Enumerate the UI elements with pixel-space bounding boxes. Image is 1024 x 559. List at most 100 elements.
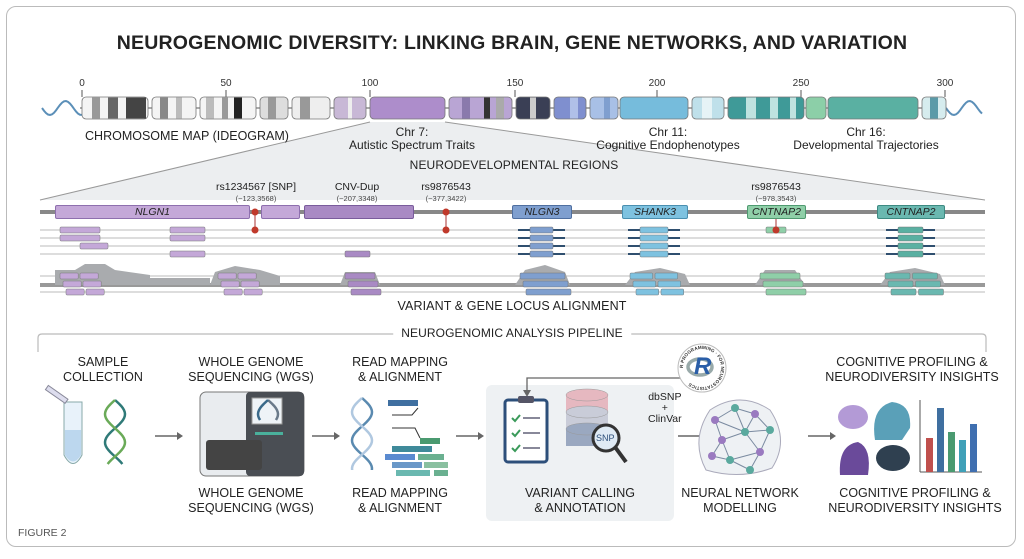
aligned-read (657, 280, 681, 288)
chromosome-band (770, 97, 778, 119)
aligned-read (632, 280, 656, 288)
gene-shank3: SHANK3 (622, 205, 688, 219)
sequence-read (59, 234, 101, 242)
chromosome-band (746, 97, 756, 119)
sequence-read (79, 242, 109, 250)
zoom-edge (39, 121, 371, 201)
chromosome-band (702, 97, 712, 119)
network-node (708, 452, 716, 460)
chromosome-band (484, 97, 490, 119)
aligned-read (918, 288, 944, 296)
tube-cap (44, 384, 69, 405)
aligned-read (522, 280, 569, 288)
flow-arrow (830, 432, 836, 440)
alignment-label: VARIANT & GENE LOCUS ALIGNMENT (397, 299, 627, 313)
sequencer-light (255, 432, 283, 435)
variant-label: rs1234567 [SNP](~123,3568) (216, 181, 296, 204)
aligned-read (223, 288, 243, 296)
database-layer (565, 388, 609, 402)
chromosome-band (570, 97, 578, 119)
aligned-read (762, 280, 804, 288)
flow-arrow (177, 432, 183, 440)
variant-marker (251, 208, 259, 216)
coverage-peak (150, 278, 210, 285)
chromosome-band (462, 97, 470, 119)
gene-nlgn3: NLGN3 (512, 205, 572, 219)
sample-liquid (65, 430, 81, 462)
aligned-read (82, 280, 102, 288)
network-node (751, 410, 759, 418)
mapped-read (392, 446, 432, 452)
screen-dna-icon (267, 399, 280, 421)
network-edge (744, 429, 771, 433)
chromosome-band (300, 97, 310, 119)
r-logo-badge (677, 343, 727, 393)
magnifier-handle (613, 445, 628, 464)
step-caption-cognitive-profiling: COGNITIVE PROFILING &NEURODIVERSITY INSI… (828, 486, 1002, 515)
mapping-arrow (392, 427, 421, 439)
dna-helix-icon (103, 399, 127, 465)
network-edge (744, 431, 761, 453)
network-edge (729, 451, 761, 461)
aligned-read (912, 272, 938, 280)
tick-label: 200 (648, 78, 666, 89)
aligned-read (344, 272, 376, 280)
tick-label: 0 (79, 78, 85, 89)
region-chr11: Chr 11:Cognitive Endophenotypes (596, 125, 740, 152)
aligned-read (62, 280, 82, 288)
variant-marker (442, 226, 450, 234)
sequence-read (529, 226, 554, 234)
sequencer-tray (206, 440, 262, 470)
chromosome-band (160, 97, 168, 119)
dna-helix-icon (103, 399, 127, 465)
network-node (718, 436, 726, 444)
check-icon (511, 444, 521, 453)
sequence-read (169, 250, 206, 258)
bar-chart-bar (926, 438, 933, 472)
aligned-read (887, 280, 914, 288)
tick-label: 100 (361, 78, 379, 89)
sequence-read (639, 250, 669, 258)
chromosome-segment (291, 96, 331, 120)
sequence-read (59, 226, 101, 234)
screen-dna-icon (256, 399, 269, 421)
chromosome-band (176, 97, 182, 119)
aligned-read (765, 288, 807, 296)
aligned-read (654, 272, 678, 280)
check-icon (511, 414, 521, 423)
sequence-read (897, 242, 924, 250)
flow-arrow (334, 432, 340, 440)
variant-label: rs9876543(~377,3422) (421, 181, 471, 204)
network-edge (714, 419, 746, 433)
chromosome-band (92, 97, 100, 119)
database-label: dbSNP+ClinVar (648, 391, 682, 425)
step-caption-read-mapping: READ MAPPING& ALIGNMENT (352, 486, 448, 515)
chromosome-segment (369, 96, 446, 120)
network-node (756, 448, 764, 456)
network-node (731, 404, 739, 412)
brain-network-icon (698, 399, 781, 476)
sequence-read (897, 234, 924, 242)
mapped-read (385, 454, 415, 460)
sequence-read (529, 234, 554, 242)
chromosome-band (126, 97, 146, 119)
region-chr16: Chr 16:Developmental Trajectories (793, 125, 939, 152)
zoom-edge (444, 121, 986, 201)
r-logo-letter: R (694, 353, 712, 380)
gene-exon (261, 205, 300, 219)
mapping-arrow (392, 407, 419, 416)
sequence-read (529, 242, 554, 250)
aligned-read (220, 280, 240, 288)
bar-chart-bar (959, 440, 966, 472)
head-brain-icon (839, 442, 869, 475)
variant-label: rs9876543(~978,3543) (751, 181, 801, 204)
aligned-read (237, 272, 257, 280)
network-edge (734, 407, 746, 433)
dna-end-icon (41, 99, 83, 117)
aligned-read (759, 272, 801, 280)
gene-cntnap2: CNTNAP2 (877, 205, 945, 219)
